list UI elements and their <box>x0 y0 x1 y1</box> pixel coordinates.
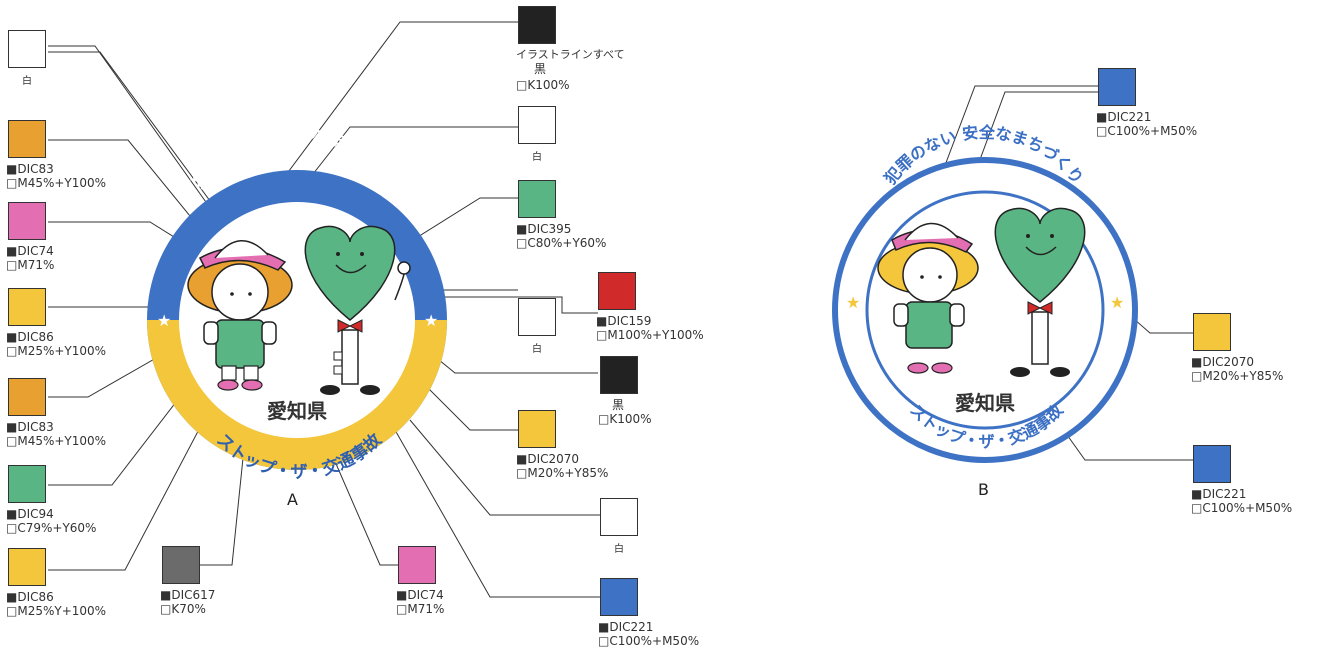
star-icon: ★ <box>1110 293 1124 312</box>
swatch-spec: □M45%+Y100% <box>6 176 107 190</box>
emblem-b: 犯罪のない 安全なまちづくり ストップ・ザ・交通事故 ★ ★ 愛知県 <box>832 123 1138 463</box>
color-swatch <box>518 6 556 44</box>
swatch-code: ■DIC617 <box>160 588 216 602</box>
swatch-spec: □C100%+M50% <box>1191 501 1293 515</box>
star-icon: ★ <box>157 311 171 330</box>
color-swatch <box>518 410 556 448</box>
swatch-code: ■DIC221 <box>1191 487 1247 501</box>
swatch-label: 白 <box>22 76 32 87</box>
swatch-spec: □K70% <box>160 602 206 616</box>
caption-a: A <box>287 490 298 509</box>
swatch-code: ■DIC221 <box>1096 110 1152 124</box>
girl-character-icon <box>877 222 979 374</box>
color-swatch <box>598 272 636 310</box>
swatch-label: 白 <box>532 152 542 163</box>
swatch-spec: □C100%+M50% <box>598 634 700 648</box>
swatch-spec: □K100% <box>516 78 570 92</box>
color-swatch <box>8 288 46 326</box>
swatch-spec: □M20%+Y85% <box>1191 369 1284 383</box>
swatch-note: イラストラインすべて <box>516 48 625 61</box>
caption-b: B <box>978 480 989 499</box>
color-swatch <box>162 546 200 584</box>
swatch-spec: □M20%+Y85% <box>516 466 609 480</box>
color-swatch <box>8 202 46 240</box>
color-swatch <box>8 548 46 586</box>
color-swatch <box>600 356 638 394</box>
swatch-spec: □M45%+Y100% <box>6 434 107 448</box>
swatch-spec: □M100%+Y100% <box>596 328 704 342</box>
swatch-code: ■DIC94 <box>6 507 54 521</box>
color-swatch <box>518 298 556 336</box>
color-swatch <box>8 378 46 416</box>
swatch-spec: □C79%+Y60% <box>6 521 97 535</box>
star-icon: ★ <box>424 311 438 330</box>
swatch-code: ■DIC86 <box>6 330 54 344</box>
emblem-a: 犯罪のない 安全なまちづくり ストップ・ザ・交通事故 ★ ★ 愛知県 <box>147 124 447 483</box>
swatch-code: ■DIC86 <box>6 590 54 604</box>
swatch-code: ■DIC2070 <box>1191 355 1255 369</box>
color-swatch <box>518 180 556 218</box>
swatch-spec: □M25%Y+100% <box>6 604 107 618</box>
color-swatch <box>1098 68 1136 106</box>
color-swatch <box>8 30 46 68</box>
swatch-spec: □M71% <box>396 602 445 616</box>
color-swatch <box>518 106 556 144</box>
girl-character-icon <box>187 240 293 391</box>
swatch-code: ■DIC74 <box>6 244 54 258</box>
swatch-code: ■DIC83 <box>6 162 54 176</box>
color-swatch <box>1193 313 1231 351</box>
swatch-label: 白 <box>614 544 624 555</box>
star-icon: ★ <box>846 293 860 312</box>
color-swatch <box>600 498 638 536</box>
key-character-icon <box>994 207 1086 377</box>
swatch-code: ■DIC395 <box>516 222 572 236</box>
swatch-code: 黒 <box>534 62 547 76</box>
swatch-spec: □K100% <box>598 412 652 426</box>
color-swatch <box>398 546 436 584</box>
color-swatch <box>8 465 46 503</box>
swatch-label: 白 <box>532 344 542 355</box>
emblem-a-prefecture: 愛知県 <box>267 399 327 423</box>
swatch-code: ■DIC221 <box>598 620 654 634</box>
swatch-code: ■DIC159 <box>596 314 652 328</box>
swatch-code: 黒 <box>612 398 625 412</box>
color-swatch <box>600 578 638 616</box>
emblem-b-prefecture: 愛知県 <box>955 391 1015 415</box>
swatch-spec: □C80%+Y60% <box>516 236 607 250</box>
swatch-spec: □M71% <box>6 258 55 272</box>
color-swatch <box>8 120 46 158</box>
swatch-code: ■DIC74 <box>396 588 444 602</box>
swatch-code: ■DIC2070 <box>516 452 580 466</box>
swatch-code: ■DIC83 <box>6 420 54 434</box>
color-swatch <box>1193 445 1231 483</box>
swatch-spec: □C100%+M50% <box>1096 124 1198 138</box>
key-character-icon <box>304 225 411 395</box>
swatch-spec: □M25%+Y100% <box>6 344 107 358</box>
